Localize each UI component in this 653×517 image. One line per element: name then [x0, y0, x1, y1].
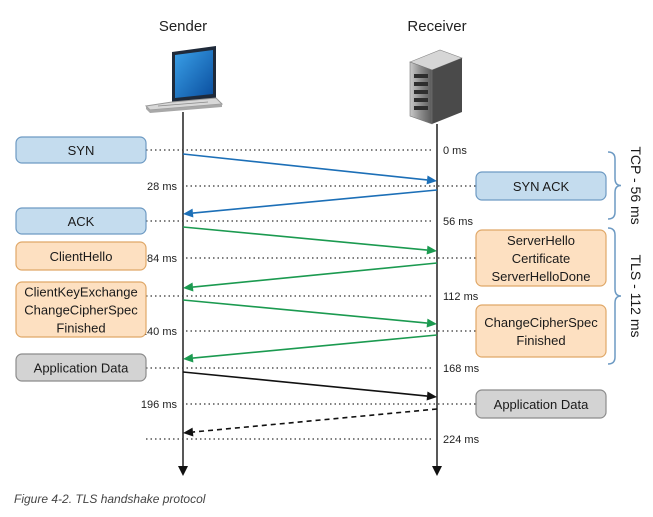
time-label: 56 ms	[443, 216, 473, 228]
clientkeyexchange-label-line: ClientKeyExchange	[24, 285, 137, 300]
app-data-left-label-line: Application Data	[34, 361, 129, 376]
changecipherspec-label-line: ChangeCipherSpec	[484, 315, 598, 330]
receiver-lane-title: Receiver	[407, 18, 466, 35]
syn-box-shape	[15, 136, 147, 164]
clienthello-label-line: ClientHello	[50, 249, 113, 264]
figure-caption: Figure 4-2. TLS handshake protocol	[14, 492, 206, 506]
synack-box: SYN ACK	[475, 171, 607, 201]
receiver-to-sender-arrow	[183, 408, 438, 437]
phase-brackets: TCP - 56 ms TLS - 112 ms	[607, 146, 644, 365]
receiver-to-sender-arrow	[183, 189, 438, 218]
receiver-to-sender-arrow	[183, 334, 438, 363]
ack-label-line: ACK	[68, 214, 95, 229]
sender-to-receiver-arrow	[182, 226, 437, 255]
ack-box-shape	[15, 207, 147, 235]
sender-message-boxes: SYN ACK ClientHelloClientKeyExchangeChange…	[15, 136, 147, 382]
receiver-lifeline-arrowhead	[432, 466, 442, 476]
clientkeyexchange-box-shape	[15, 281, 147, 338]
app-data-right-box-shape	[475, 389, 607, 419]
syn-box: SYN	[15, 136, 147, 164]
app-data-left-box-shape	[15, 353, 147, 382]
time-rows: 0 ms 28 ms 56 ms 84 ms 112 ms 140 ms 168 ms 196…	[141, 145, 480, 446]
time-label: 112 ms	[443, 291, 479, 303]
serverhello-label-line: Certificate	[512, 251, 571, 266]
receiver-to-sender-arrow	[183, 262, 438, 292]
time-label: 224 ms	[443, 434, 480, 446]
sender-to-receiver-arrow	[182, 299, 437, 328]
sender-lifeline-arrowhead	[178, 466, 188, 476]
tls-bracket-label: TLS - 112 ms	[628, 255, 644, 338]
time-label: 168 ms	[443, 363, 480, 375]
ack-box: ACK	[15, 207, 147, 235]
clienthello-box-shape	[15, 241, 147, 271]
serverhello-label-line: ServerHello	[507, 233, 575, 248]
message-arrows	[182, 153, 438, 437]
receiver-message-boxes: SYN ACKServerHelloCertificateServerHello…	[475, 171, 607, 419]
changecipherspec-box-shape	[475, 304, 607, 358]
app-data-left-box: Application Data	[15, 353, 147, 382]
serverhello-box-shape	[475, 229, 607, 287]
time-label: 28 ms	[147, 181, 177, 193]
time-label: 84 ms	[147, 253, 177, 265]
sender-to-receiver-arrow	[182, 371, 437, 401]
time-label: 0 ms	[443, 145, 467, 157]
tcp-bracket	[607, 151, 622, 220]
time-label: 196 ms	[141, 399, 178, 411]
tls-bracket	[607, 227, 622, 365]
changecipherspec-label-line: Finished	[516, 333, 565, 348]
synack-box-shape	[475, 171, 607, 201]
synack-label-line: SYN ACK	[513, 179, 570, 194]
tcp-bracket-label: TCP - 56 ms	[628, 146, 644, 224]
server-icon	[409, 49, 463, 125]
laptop-icon	[144, 46, 224, 113]
clienthello-box: ClientHello	[15, 241, 147, 271]
sender-to-receiver-arrow	[182, 153, 437, 185]
app-data-right-label-line: Application Data	[494, 397, 589, 412]
clientkeyexchange-label-line: Finished	[56, 321, 105, 336]
serverhello-label-line: ServerHelloDone	[492, 269, 591, 284]
clientkeyexchange-box: ClientKeyExchangeChangeCipherSpecFinishe…	[15, 281, 147, 338]
sender-lane-title: Sender	[159, 18, 207, 35]
clientkeyexchange-label-line: ChangeCipherSpec	[24, 303, 138, 318]
syn-label-line: SYN	[68, 143, 95, 158]
app-data-right-box: Application Data	[475, 389, 607, 419]
time-label: 140 ms	[141, 326, 178, 338]
